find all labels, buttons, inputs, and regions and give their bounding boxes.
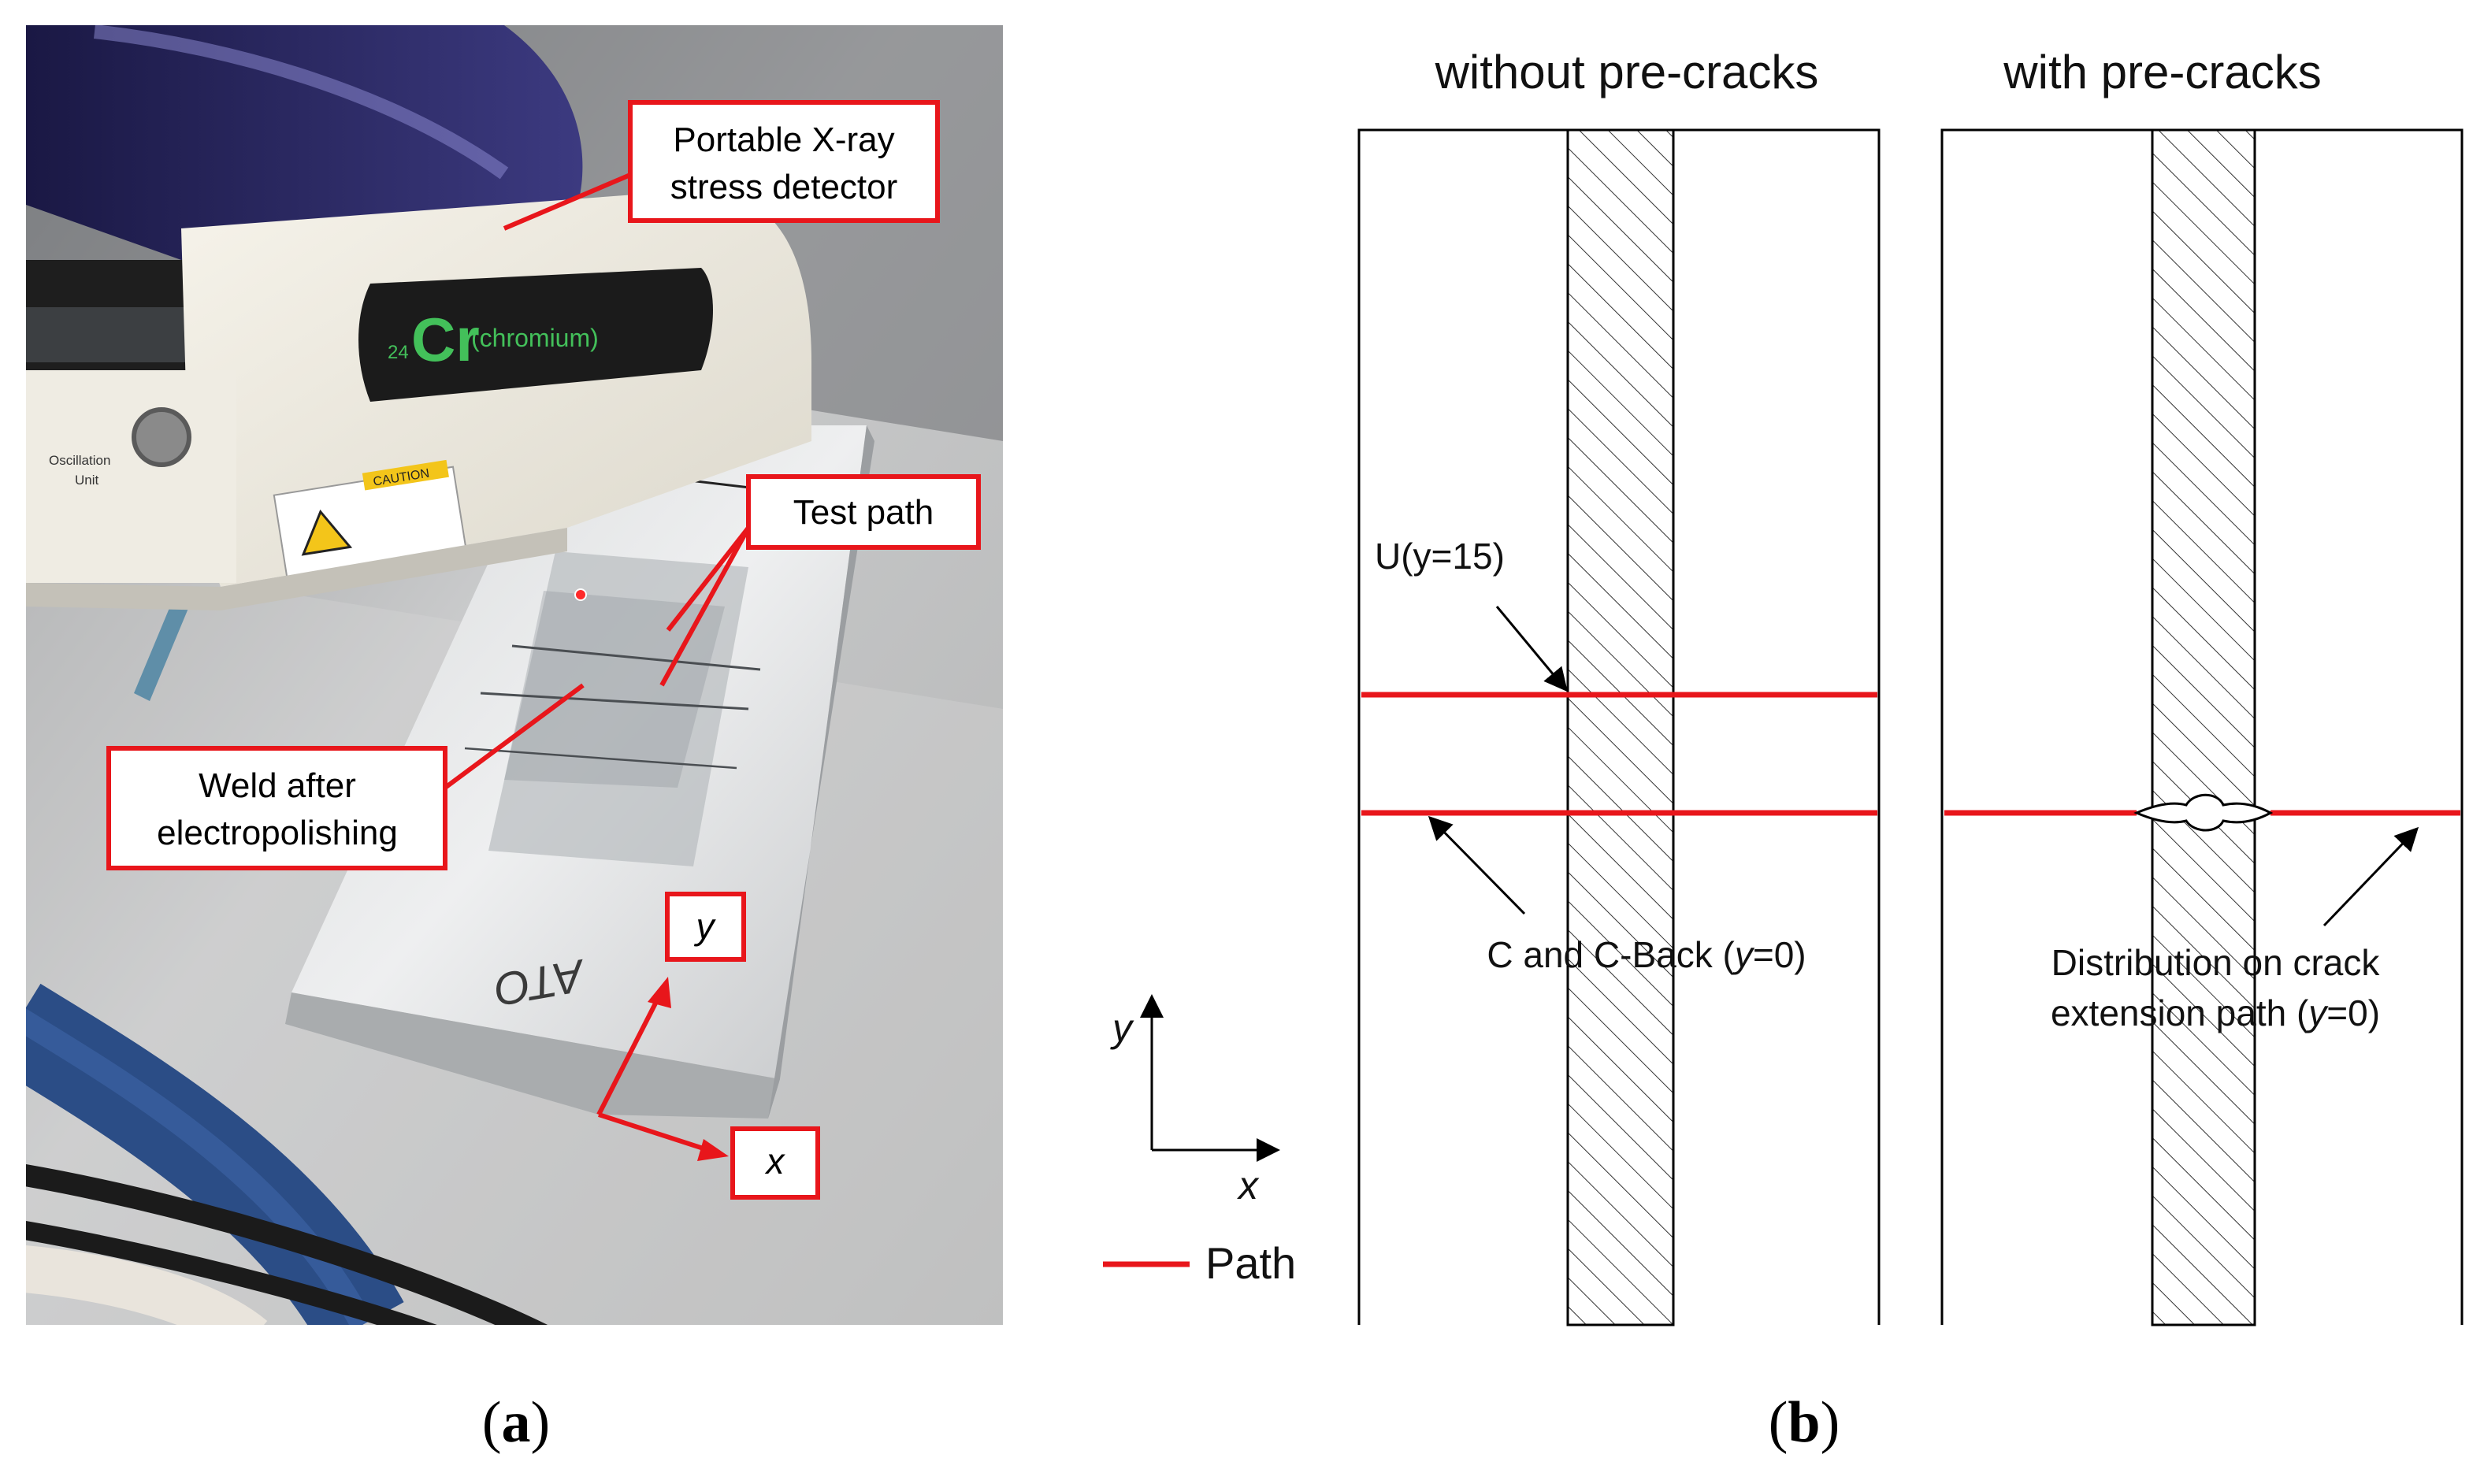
caption-b: (b) xyxy=(1769,1390,1840,1455)
arrow-crack-path xyxy=(2322,826,2419,927)
label-crack-line1: Distribution on crack xyxy=(2051,942,2381,983)
label-crack-line2: extension path (y=0) xyxy=(2051,992,2380,1033)
detector-leader-line xyxy=(503,173,632,231)
logo-name: (chromium) xyxy=(471,324,599,352)
test-path-leader-2 xyxy=(659,526,751,687)
weld-label-line2: electropolishing xyxy=(157,814,398,852)
y-label-box xyxy=(665,892,746,962)
caption-a: (a) xyxy=(482,1390,550,1455)
x-label: x xyxy=(765,1141,786,1182)
weld-leader-line xyxy=(444,683,585,790)
legend-path-label: Path xyxy=(1205,1238,1296,1288)
pre-crack xyxy=(2133,793,2274,832)
y-label: y xyxy=(694,906,717,947)
detector-label-line2: stress detector xyxy=(670,168,898,206)
weld-label-box xyxy=(106,746,447,870)
title-with-precracks: with pre-cracks xyxy=(2003,46,2321,98)
logo-number: 24 xyxy=(388,342,409,363)
x-label-box xyxy=(730,1126,820,1200)
port-label-line1: Oscillation xyxy=(49,453,110,468)
oscillation-port xyxy=(132,407,191,467)
weld-area xyxy=(488,551,748,866)
weld-label-line1: Weld after xyxy=(199,766,356,805)
test-path-label-box xyxy=(746,474,981,550)
logo-symbol: Cr xyxy=(411,305,480,374)
weld-zone-right xyxy=(2151,128,2256,1326)
detector-label-box xyxy=(628,100,940,223)
plate-without-precracks xyxy=(1357,128,1881,1326)
legend: Path xyxy=(1103,1238,1296,1288)
laser-dot xyxy=(574,588,587,601)
arrow-c-path xyxy=(1428,815,1526,915)
weld-zone-left xyxy=(1566,128,1675,1326)
detector-label-line1: Portable X-ray xyxy=(673,121,894,159)
test-path-label: Test path xyxy=(793,493,934,532)
coordinate-axes: y x xyxy=(1110,994,1280,1208)
test-path-leader-1 xyxy=(666,526,751,632)
axis-y-label: y xyxy=(1110,1006,1134,1050)
arrow-u-path xyxy=(1495,606,1568,692)
label-u-path: U(y=15) xyxy=(1375,536,1505,577)
label-c-path: C and C-Back (y=0) xyxy=(1487,934,1806,975)
photo-x-arrow xyxy=(598,1112,714,1154)
xray-detector: Oscillation Unit 24 Cr (chromium) CAUTIO… xyxy=(26,25,811,610)
plate-with-precracks xyxy=(1940,128,2464,1326)
port-label-line2: Unit xyxy=(75,473,99,488)
title-without-precracks: without pre-cracks xyxy=(1435,46,1819,98)
axis-x-label: x xyxy=(1237,1163,1260,1208)
photo-y-arrow xyxy=(596,992,663,1116)
device-logo-window xyxy=(358,268,713,402)
